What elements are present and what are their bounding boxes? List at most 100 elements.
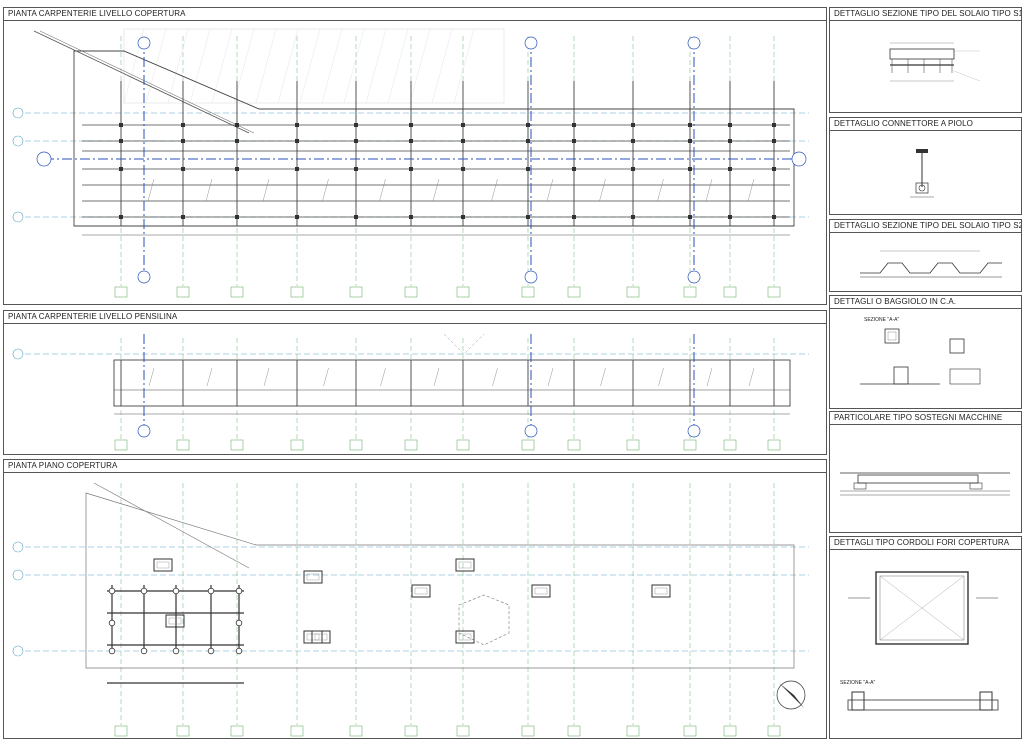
grid-col-box	[176, 439, 190, 451]
roof-opening-inner	[458, 633, 472, 641]
grid-col-box	[683, 286, 697, 298]
hatch-line	[145, 28, 167, 104]
slab-s1-leader-2	[953, 70, 981, 82]
plinth-section-a-inner	[887, 331, 897, 341]
stud-connector-svg	[910, 149, 934, 198]
detail-slab-s2-title: DETTAGLIO SEZIONE TIPO DEL SOLAIO TIPO S…	[830, 220, 1021, 233]
column-node	[295, 123, 299, 127]
curb-section-left	[851, 691, 865, 711]
grid-col-box	[114, 439, 128, 451]
grid-col-box	[683, 725, 697, 737]
slab-direction-arrow	[379, 178, 386, 202]
roof-opening-frame	[165, 614, 185, 628]
section-mark-d-left	[36, 151, 52, 167]
slab-direction-arrow	[263, 367, 270, 387]
section-mark-d-right	[791, 151, 807, 167]
grid-col-box	[626, 439, 640, 451]
grid-col-box	[567, 725, 581, 737]
column-node	[119, 215, 123, 219]
canopy-structure-plan-svg	[12, 333, 809, 451]
column-node	[688, 215, 692, 219]
roof-plan-diagonal	[93, 482, 250, 569]
column-node	[526, 123, 530, 127]
column-node	[409, 167, 413, 171]
slab-direction-arrow	[491, 178, 498, 202]
detail-curb-openings-panel: DETTAGLI TIPO CORDOLI FORI COPERTURA SEZ…	[829, 536, 1022, 739]
stud-head	[916, 149, 928, 153]
section-mark-a	[687, 424, 701, 438]
roof-structure-plan-svg	[12, 28, 809, 298]
detail-curb-openings-title: DETTAGLI TIPO CORDOLI FORI COPERTURA	[830, 537, 1021, 550]
north-arrow-circle	[776, 680, 806, 710]
curb-section-slab	[847, 699, 999, 711]
slab-direction-arrow	[657, 178, 664, 202]
grid-col-box	[456, 725, 470, 737]
detail-stud-connector-panel: DETTAGLIO CONNETTORE A PIOLO	[829, 117, 1022, 215]
slab-direction-arrow	[206, 367, 213, 387]
roof-structure-plan-panel: PIANTA CARPENTERIE LIVELLO COPERTURA	[3, 7, 827, 305]
machine-support-foot-left	[853, 482, 867, 490]
column-node	[461, 139, 465, 143]
grid-row-bubble-A	[12, 541, 24, 553]
slab-s1-section-svg	[889, 42, 981, 82]
diagonal-edge-2	[39, 30, 255, 134]
plan-column-node	[207, 587, 215, 595]
hatch-line	[387, 28, 409, 104]
curb-opening-plan-inner	[879, 575, 965, 641]
grid-col-box	[767, 286, 781, 298]
column-node	[354, 215, 358, 219]
hatch-line	[211, 28, 233, 104]
slab-direction-arrow	[432, 178, 440, 202]
plinth-plan	[949, 368, 981, 385]
slab-direction-arrow	[599, 178, 606, 202]
column-node	[772, 139, 776, 143]
grid-col-box	[176, 725, 190, 737]
roof-plan-panel: PIANTA PIANO COPERTURA	[3, 459, 827, 739]
grid-col-box	[349, 725, 363, 737]
roof-opening-frame	[531, 584, 551, 598]
plan-column-node	[140, 587, 148, 595]
hatch-line	[453, 28, 475, 104]
stud-weld	[918, 184, 926, 192]
roof-opening-inner	[314, 633, 328, 641]
slab-direction-arrow	[747, 178, 755, 202]
section-mark-a-bottom	[137, 270, 151, 284]
roof-opening-frame	[411, 584, 431, 598]
column-node	[728, 215, 732, 219]
grid-row-bubble-A	[12, 107, 24, 119]
column-node	[295, 139, 299, 143]
column-node	[461, 167, 465, 171]
slab-direction-arrow	[433, 367, 440, 387]
column-node	[119, 123, 123, 127]
roof-opening-frame	[455, 558, 475, 572]
curb-section-right	[979, 691, 993, 711]
roof-plan-drawing	[4, 473, 826, 738]
column-node	[526, 139, 530, 143]
plan-column-node	[172, 587, 180, 595]
slab-direction-arrow	[147, 178, 155, 202]
roof-opening-inner	[414, 587, 428, 595]
roof-opening-frame	[455, 630, 475, 644]
column-node	[181, 215, 185, 219]
grid-col-box	[456, 439, 470, 451]
column-node	[181, 167, 185, 171]
detail-machine-support-title: PARTICOLARE TIPO SOSTEGNI MACCHINE	[830, 412, 1021, 425]
roof-opening-frame	[303, 570, 323, 584]
machine-support-foot-right	[969, 482, 983, 490]
detail-slab-s1-title: DETTAGLIO SEZIONE TIPO DEL SOLAIO TIPO S…	[830, 8, 1021, 21]
north-arrow	[779, 683, 804, 708]
slab-s2-section-svg	[860, 250, 1002, 278]
slab-direction-arrow	[205, 178, 213, 202]
slab-direction-arrow	[323, 367, 329, 387]
column-node	[728, 139, 732, 143]
grid-col-box	[176, 286, 190, 298]
stud-base	[915, 182, 929, 194]
column-node	[572, 167, 576, 171]
column-node	[572, 139, 576, 143]
grid-col-box	[290, 439, 304, 451]
roof-opening-inner	[168, 617, 182, 625]
hatch-line	[277, 28, 299, 104]
grid-col-box	[567, 439, 581, 451]
slab-direction-arrow	[600, 367, 606, 387]
roof-opening-frame	[311, 630, 331, 644]
